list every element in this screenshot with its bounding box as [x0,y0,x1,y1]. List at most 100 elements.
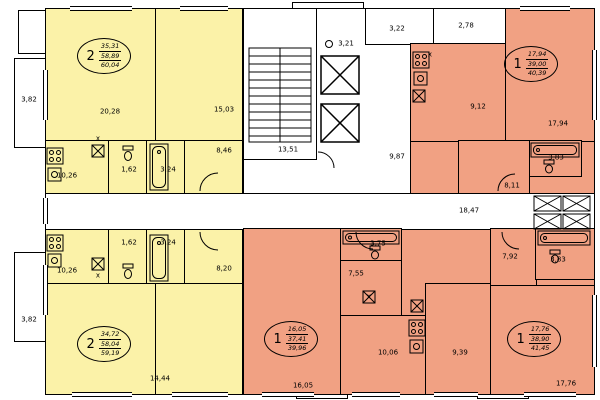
room-area-label: 3,75 [370,239,386,248]
room-area-label: 15,03 [213,105,235,114]
balcony-top-left [14,58,46,148]
total-area: 58,04 [98,338,122,350]
room-area-label: 3,24 [160,165,176,174]
apartment-stamp-bottom-left: 2 34,72 58,04 59,19 [77,326,131,362]
room-area-label: 8,46 [216,146,232,155]
window [592,50,597,120]
hall-7-55 [340,260,402,317]
room-area-label: 1,62 [121,165,137,174]
room-area-label: 3,83 [548,153,564,162]
corridor-18-47 [45,193,595,230]
room-area-label: 3,83 [550,255,566,264]
window [43,198,48,224]
room-area-label: 7,92 [502,252,518,261]
vent-mark-label: x [95,271,101,280]
area-stack: 17,76 38,90 41,45 [528,325,552,353]
chute-room-3-22 [365,8,435,45]
window [352,392,400,397]
room-count: 2 [86,336,95,352]
kitchen-10-26-top [45,140,110,195]
balcony-area-label: 3,82 [21,315,37,324]
room-area-label: 7,55 [348,269,364,278]
window [524,392,576,397]
room-area-label: 3,22 [389,24,405,33]
living-area: 16,05 [287,325,307,334]
room-count: 1 [516,331,525,347]
room-living-15-03 [155,8,243,142]
room-area-label: 18,47 [458,206,480,215]
room-area-label: 16,05 [292,381,314,390]
apartment-stamp-top-left: 2 35,31 58,89 60,04 [77,38,131,74]
living-area: 17,76 [530,325,550,334]
room-area-label: 14,44 [149,374,171,383]
kitchen-10-26-bottom [45,228,110,285]
window [592,295,597,367]
balcony-door [43,265,48,315]
full-area: 39,96 [287,344,307,353]
room-area-label: 8,20 [216,264,232,273]
room-living-16-05 [243,228,342,395]
room-area-label: 9,39 [452,348,468,357]
hall-8-20 [184,228,243,285]
room-area-label: 17,76 [555,379,577,388]
apartment-stamp-bottom-right: 1 17,76 38,90 41,45 [507,321,561,357]
vent-mark-label: x [427,50,433,59]
window [520,6,570,11]
window [172,392,228,397]
wc-1-62-bottom [108,228,148,285]
total-area: 58,89 [98,50,122,62]
balcony-door [43,70,48,120]
room-area-label: 1,62 [121,238,137,247]
total-area: 37,41 [285,333,309,345]
stairwell-13-51 [243,8,317,160]
room-count: 1 [273,331,282,347]
full-area: 60,04 [100,61,120,70]
room-count: 2 [86,48,95,64]
total-area: 39,00 [525,58,549,70]
apartment-stamp-bottom-middle: 1 16,05 37,41 39,96 [264,321,318,357]
vent-mark-label: x [366,292,372,301]
room-area-label: 10,26 [56,266,78,275]
window [70,6,132,11]
room-living-20-28 [45,8,157,142]
total-area: 38,90 [528,333,552,345]
room-area-label: 3,24 [160,238,176,247]
room-area-label: 17,94 [547,119,569,128]
window [72,392,132,397]
room-area-label: 10,06 [377,348,399,357]
hall-8-11 [458,140,530,195]
balcony-corner [18,10,46,54]
room-count: 1 [513,56,522,72]
room-area-label: 8,11 [504,181,520,190]
room-area-label: 9,87 [389,152,405,161]
window [434,392,478,397]
bath-3-83-bottom [535,228,595,280]
full-area: 41,45 [530,344,550,353]
living-area: 17,94 [527,50,547,59]
window [180,6,228,11]
area-stack: 16,05 37,41 39,96 [285,325,309,353]
window [262,392,314,397]
room-living-14-44 [155,283,243,395]
room-living-9-39 [425,283,492,395]
area-stack: 17,94 39,00 40,39 [525,50,549,78]
balcony-bottom-left [14,252,46,342]
area-stack: 34,72 58,04 59,19 [98,330,122,358]
full-area: 40,39 [527,69,547,78]
apartment-stamp-top-right: 1 17,94 39,00 40,39 [504,46,558,82]
living-area: 35,31 [100,42,120,51]
room-area-label: 9,12 [470,102,486,111]
room-area-label: 13,51 [277,145,299,154]
vent-mark-label: x [95,134,101,143]
bath-3-24-bottom [146,228,186,285]
room-area-label: 2,78 [458,21,474,30]
room-area-label: 3,21 [338,39,354,48]
room-area-label: 20,28 [99,107,121,116]
kitchen-9-12 [410,43,507,142]
full-area: 59,19 [100,349,120,358]
area-stack: 35,31 58,89 60,04 [98,42,122,70]
room-area-label: 10,26 [56,171,78,180]
hall-8-46 [184,140,243,195]
living-area: 34,72 [100,330,120,339]
